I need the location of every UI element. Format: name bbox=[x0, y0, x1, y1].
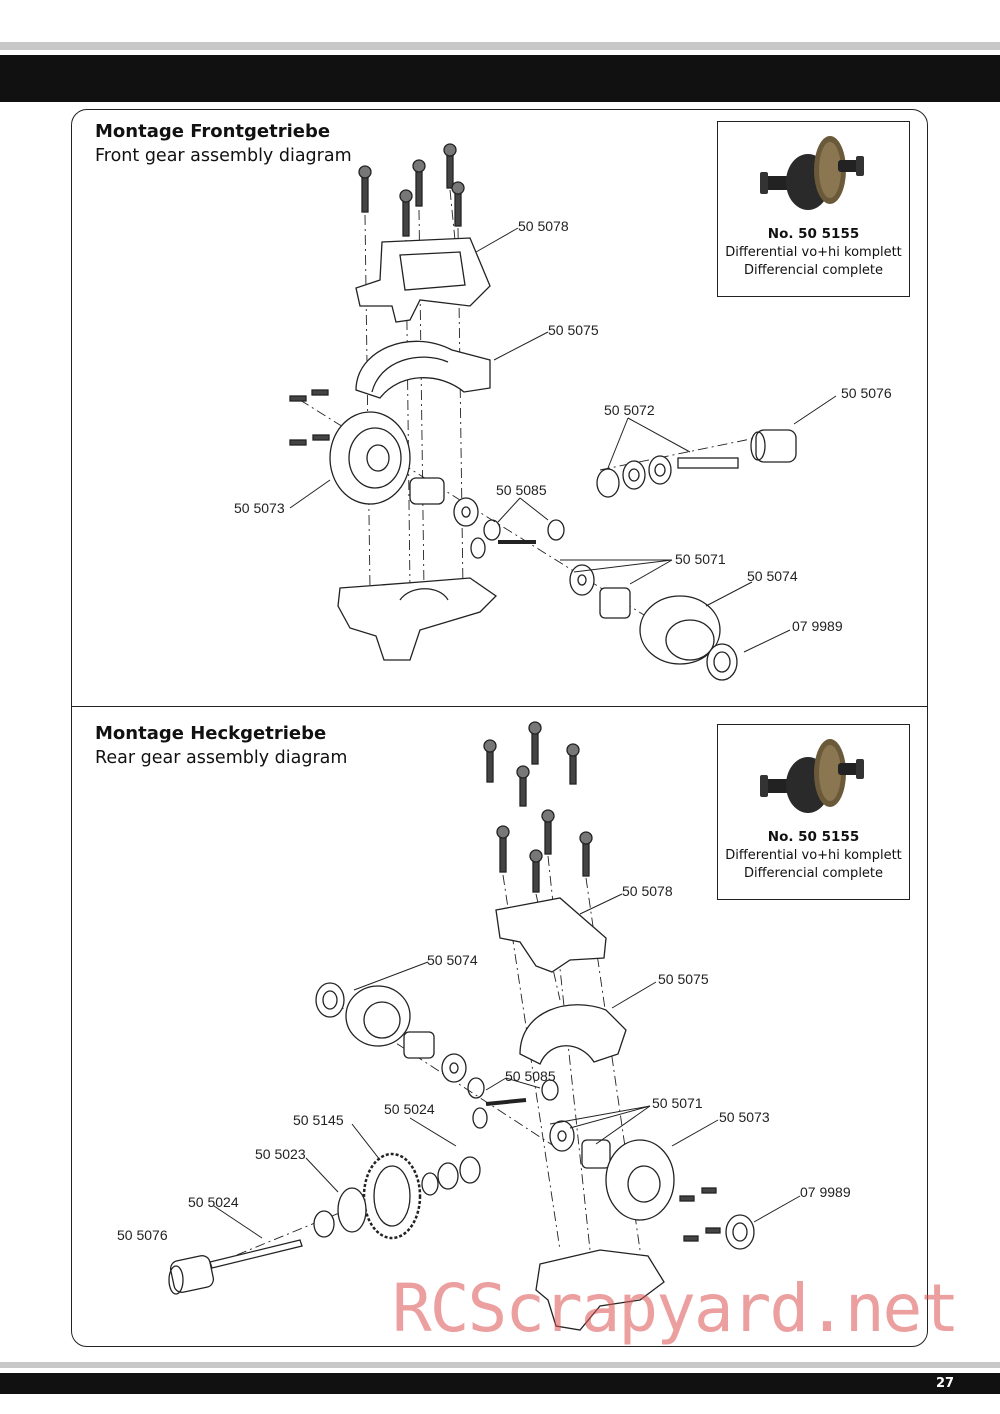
front-label-50-5085: 50 5085 bbox=[496, 482, 547, 498]
rear-label-50-5073: 50 5073 bbox=[719, 1109, 770, 1125]
front-label-07-9989: 07 9989 bbox=[792, 618, 843, 634]
front-part-labels: 50 5078 50 5075 50 5076 50 5072 50 5073 … bbox=[234, 218, 892, 634]
rear-label-50-5024-lower: 50 5024 bbox=[188, 1194, 239, 1210]
differential-image-icon bbox=[760, 136, 864, 210]
rear-screws bbox=[483, 721, 593, 893]
rear-label-50-5023: 50 5023 bbox=[255, 1146, 306, 1162]
front-label-50-5071: 50 5071 bbox=[675, 551, 726, 567]
rear-box-part-number: No. 50 5155 bbox=[767, 829, 860, 845]
rear-leader-lines bbox=[213, 893, 801, 1239]
front-section-subtitle: Front gear assembly diagram bbox=[95, 146, 352, 166]
front-section-title: Montage Frontgetriebe bbox=[95, 121, 331, 142]
footer-grey-bar bbox=[0, 1362, 1000, 1368]
rear-label-50-5078: 50 5078 bbox=[622, 883, 673, 899]
rear-box-desc-en: Differencial complete bbox=[743, 866, 884, 881]
rear-section-subtitle: Rear gear assembly diagram bbox=[95, 748, 348, 768]
rear-label-07-9989: 07 9989 bbox=[800, 1184, 851, 1200]
rear-box-desc-de: Differential vo+hi komplett bbox=[725, 848, 902, 863]
front-label-50-5073: 50 5073 bbox=[234, 500, 285, 516]
front-box-desc-de: Differential vo+hi komplett bbox=[725, 245, 902, 260]
front-leader-lines bbox=[289, 227, 837, 653]
front-label-50-5076: 50 5076 bbox=[841, 385, 892, 401]
rear-label-50-5074: 50 5074 bbox=[427, 952, 478, 968]
front-small-screws bbox=[289, 389, 330, 446]
rear-small-screws bbox=[679, 1187, 721, 1242]
watermark-text: RCScrapyard.net bbox=[392, 1270, 960, 1347]
rear-section-title: Montage Heckgetriebe bbox=[95, 723, 327, 744]
front-box-desc-en: Differencial complete bbox=[743, 263, 884, 278]
front-differential-box: No. 50 5155 Differential vo+hi komplett … bbox=[717, 121, 910, 297]
rear-differential-box: No. 50 5155 Differential vo+hi komplett … bbox=[717, 724, 910, 900]
rear-label-50-5076: 50 5076 bbox=[117, 1227, 168, 1243]
page-number: 27 bbox=[936, 1376, 955, 1391]
front-label-50-5078: 50 5078 bbox=[518, 218, 569, 234]
front-label-50-5074: 50 5074 bbox=[747, 568, 798, 584]
rear-label-50-5071: 50 5071 bbox=[652, 1095, 703, 1111]
front-label-50-5075: 50 5075 bbox=[548, 322, 599, 338]
section-divider bbox=[71, 706, 928, 707]
page-frame bbox=[71, 109, 928, 1347]
header-black-bar bbox=[0, 55, 1000, 102]
front-screws bbox=[358, 143, 465, 237]
differential-image-icon bbox=[760, 739, 864, 813]
footer-black-bar bbox=[0, 1373, 1000, 1394]
front-label-50-5072: 50 5072 bbox=[604, 402, 655, 418]
header-grey-bar bbox=[0, 42, 1000, 50]
rear-label-50-5024-upper: 50 5024 bbox=[384, 1101, 435, 1117]
front-box-part-number: No. 50 5155 bbox=[767, 226, 860, 242]
rear-label-50-5085: 50 5085 bbox=[505, 1068, 556, 1084]
rear-label-50-5145: 50 5145 bbox=[293, 1112, 344, 1128]
rear-part-labels: 50 5078 50 5074 50 5075 50 5085 50 5071 … bbox=[117, 883, 851, 1243]
rear-label-50-5075: 50 5075 bbox=[658, 971, 709, 987]
